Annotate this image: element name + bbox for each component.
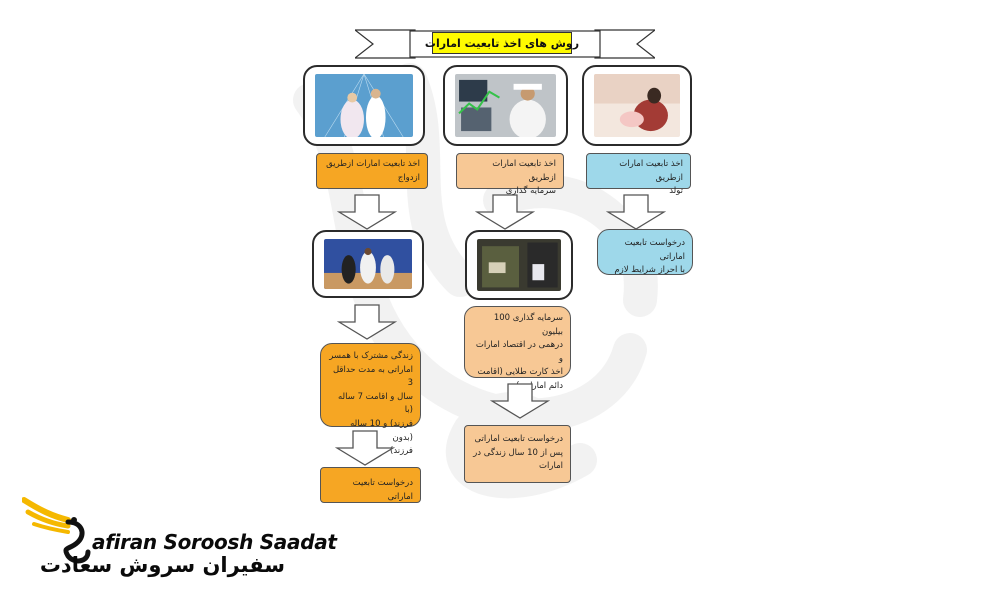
heading-birth: اخذ تابعیت امارات ازطریق تولد: [586, 153, 691, 196]
investment-photo: [455, 74, 556, 137]
photo-frame-birth: [582, 65, 692, 146]
step-investment: سرمایه گذاری 100 بیلیون درهمی در اقتصاد …: [464, 306, 571, 391]
down-arrow-icon: [335, 430, 395, 466]
photo-frame-card: [465, 230, 573, 300]
final-birth: درخواست تابعیت اماراتی با احراز شرایط لا…: [597, 229, 693, 275]
down-arrow-icon: [490, 383, 550, 419]
photo-frame-handshake: [312, 230, 424, 298]
final-investment: درخواست تابعیت اماراتی پس از 10 سال زندگ…: [464, 425, 571, 483]
newborn-photo: [594, 74, 680, 137]
photo-frame-investment: [443, 65, 568, 146]
down-arrow-icon: [475, 194, 535, 230]
down-arrow-icon: [606, 194, 666, 230]
golden-card-photo: [477, 239, 561, 291]
photo-frame-marriage: [303, 65, 425, 146]
down-arrow-icon: [337, 194, 397, 230]
final-marriage: درخواست تابعیت اماراتی: [320, 467, 421, 503]
brand-logo-icon: [22, 497, 91, 564]
brand-name-en: afiran Soroosh Saadat: [92, 530, 337, 554]
heading-marriage: اخذ تابعیت امارات ازطریق ازدواج: [316, 153, 428, 189]
wedding-photo: [315, 74, 413, 137]
step-marriage: زندگی مشترک با همسر اماراتی به مدت حداقل…: [320, 343, 421, 456]
down-arrow-icon: [337, 304, 397, 340]
heading-investment: اخذ تابعیت امارات ازطریق سرمایه گذاری: [456, 153, 564, 196]
brand-name-fa: سفیران سروش سعادت: [39, 553, 285, 577]
page-title: روش های اخذ تابعیت امارات: [425, 32, 579, 54]
handshake-photo: [324, 239, 412, 289]
